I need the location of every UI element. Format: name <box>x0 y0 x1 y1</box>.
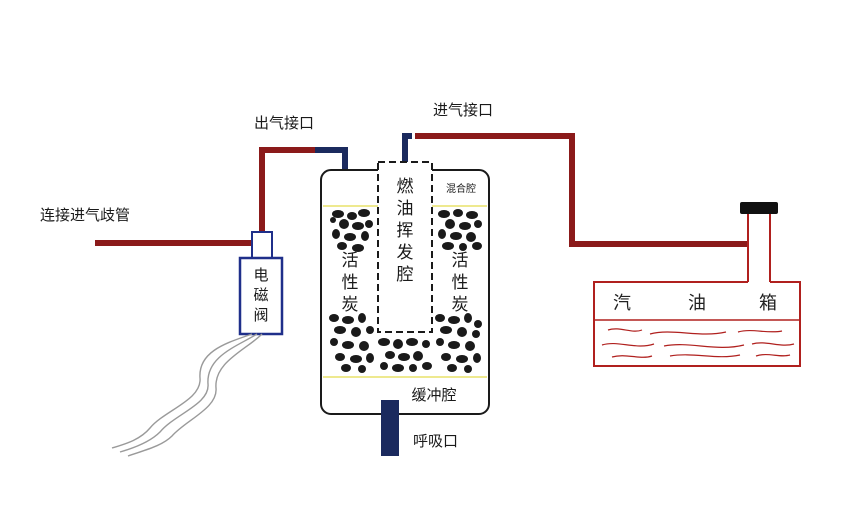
valve-body <box>238 256 284 336</box>
inlet-stub <box>402 133 412 168</box>
vapor-char-5: 腔 <box>397 265 414 285</box>
tank-char-3: 箱 <box>759 293 777 314</box>
carbon-right-char-3: 炭 <box>452 295 469 315</box>
buffer-chamber-label: 缓冲腔 <box>411 386 456 404</box>
carbon-left-label: 活 性 炭 <box>342 251 359 315</box>
vapor-chamber-label: 燃 油 挥 发 腔 <box>397 177 414 285</box>
vapor-char-3: 挥 <box>397 221 414 241</box>
valve-char-3: 阀 <box>253 306 268 324</box>
solenoid-valve <box>238 231 284 336</box>
valve-char-2: 磁 <box>253 286 268 304</box>
carbon-right-label: 活 性 炭 <box>452 251 469 315</box>
tank-char-1: 汽 <box>613 293 631 314</box>
outlet-port-label: 出气接口 <box>254 114 314 132</box>
fuel-waves <box>601 328 795 358</box>
carbon-right-char-2: 性 <box>452 273 469 293</box>
canister <box>320 161 490 415</box>
inlet-pipe <box>415 133 748 247</box>
tank-char-2: 油 <box>688 293 706 314</box>
vapor-char-1: 燃 <box>397 177 414 197</box>
vapor-char-4: 发 <box>397 243 414 263</box>
fuel-tank: 汽 油 箱 <box>593 202 801 367</box>
red-pipes <box>95 133 748 247</box>
valve-coupler <box>251 231 273 259</box>
mixing-chamber-label: 混合腔 <box>446 182 476 195</box>
tank-cap <box>740 202 778 214</box>
carbon-left-char-3: 炭 <box>342 295 359 315</box>
fuel-vapor-chamber <box>377 161 433 333</box>
vapor-char-2: 油 <box>397 199 414 219</box>
tank-body <box>593 281 801 367</box>
carbon-particles <box>329 209 482 373</box>
inlet-port-label: 进气接口 <box>433 101 493 119</box>
carbon-left-char-2: 性 <box>342 273 359 293</box>
breathing-port <box>381 400 399 456</box>
carbon-left-char-1: 活 <box>342 251 359 271</box>
tank-neck <box>747 214 771 282</box>
carbon-right-char-1: 活 <box>452 251 469 271</box>
breathing-port-label: 呼吸口 <box>413 432 458 450</box>
valve-label: 电 磁 阀 <box>253 266 268 324</box>
outlet-pipe <box>259 147 318 233</box>
manifold-connection-label: 连接进气歧管 <box>40 206 130 224</box>
valve-wires <box>111 333 263 457</box>
valve-char-1: 电 <box>253 266 268 284</box>
